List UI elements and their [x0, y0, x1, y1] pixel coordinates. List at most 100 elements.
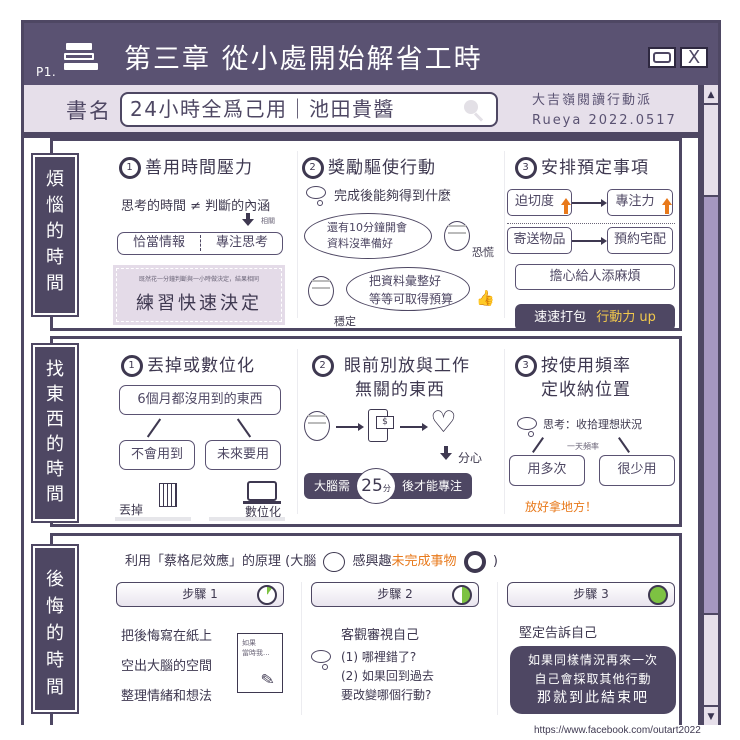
arrow-right-icon [422, 423, 428, 431]
section-tab-regret: 後 悔 的 時 間 [31, 544, 79, 714]
discard-label: 丟掉 [119, 503, 144, 517]
bubble-line: 把資料彙整好 [369, 274, 442, 288]
step-1-bar: 步驟 1 [116, 582, 284, 607]
resolve-line: 如果同樣情況再來一次 [527, 653, 658, 667]
arrow-right-icon [358, 423, 364, 431]
divider [504, 151, 505, 318]
window-title: 第三章 從小處開始解省工時 [124, 44, 483, 75]
heading-text: 丟掉或數位化 [147, 356, 255, 376]
dollar-icon: $ [376, 416, 394, 429]
scroll-thumb[interactable] [704, 195, 718, 615]
number-badge: 2 [312, 355, 334, 377]
close-button[interactable]: X [680, 47, 708, 68]
banner-right: 後才能專注 [402, 479, 463, 493]
resolve-line: 那就到此結束吧 [537, 690, 649, 706]
question: (2) 如果回到過去 [341, 669, 434, 683]
step-line: 把後悔寫在紙上 [121, 629, 213, 644]
arrow-down-icon [440, 453, 452, 460]
source-url[interactable]: https://www.facebook.com/outart2022 [534, 725, 701, 736]
scroll-down-icon[interactable]: ▼ [704, 705, 718, 725]
maximize-button[interactable] [648, 47, 676, 68]
bubble-line: 資料沒準備好 [327, 237, 393, 250]
book-delivery-box: 預約宅配 [607, 227, 673, 254]
arrow-left-down-icon [532, 437, 544, 453]
book-search-bar: 書名 24小時全爲己用｜池田貴醬 大吉嶺閱讀行動派 Rueya 2022.051… [24, 85, 698, 135]
arrow-right-down-icon [236, 418, 252, 438]
dotted-divider [507, 223, 675, 224]
zeigarnik-intro: 利用「蔡格尼效應」的原理 (大腦 感興趣未完成事物 ) [125, 550, 498, 573]
number-badge: 2 [302, 157, 324, 179]
tip-text: 放好拿地方！ [525, 500, 598, 514]
tab-char: 後 [46, 569, 64, 590]
not-used-box: 不會用到 [119, 440, 195, 470]
urgency-box: 迫切度 [507, 189, 572, 216]
title-bar: P1. 第三章 從小處開始解省工時 X [24, 23, 718, 85]
scroll-up-icon[interactable]: ▲ [704, 85, 718, 105]
intro-prefix: 利用「蔡格尼效應」的原理 (大腦 [125, 554, 317, 569]
heart-rate-icon: ♡ [430, 405, 457, 440]
heading-text: 善用時間壓力 [145, 158, 253, 178]
trash-can-icon [159, 483, 177, 507]
tab-char: 東 [46, 384, 64, 405]
practice-note: 既然花一分鐘判斷與一小時做決定，結果相同 練習快速決定 [113, 265, 285, 325]
tab-char: 時 [46, 247, 64, 268]
result-text: 速速打包 [534, 310, 587, 325]
author-group: 大吉嶺閱讀行動派 [532, 93, 653, 108]
number-badge: 3 [515, 157, 537, 179]
author-date: Rueya 2022.0517 [532, 113, 677, 128]
step-2-bar: 步驟 2 [311, 582, 479, 607]
number-badge: 3 [515, 355, 537, 377]
step-label: 步驟 2 [377, 587, 413, 601]
distract-label: 分心 [458, 451, 483, 465]
intro-mid: 感興趣 [352, 554, 392, 569]
progress-dot-icon [257, 585, 277, 605]
panic-face-icon [444, 221, 470, 251]
question: (1) 哪裡錯了? [341, 650, 417, 664]
arrow-line [336, 426, 358, 428]
tab-char: 的 [46, 221, 64, 242]
intro-suffix: ) [492, 554, 498, 569]
banner-left: 大腦需 [314, 479, 351, 493]
underline [115, 517, 191, 521]
tab-char: 悔 [46, 596, 64, 617]
bubble-line: 還有10分鐘開會 [327, 221, 407, 234]
step-3: 步驟 3 堅定告訴自己 如果同樣情況再來一次 自己會採取其他行動 那就到此結束吧 [507, 536, 683, 725]
divider [297, 349, 298, 514]
divider [301, 582, 302, 715]
number-badge: 1 [119, 157, 141, 179]
tab-char: 西 [46, 409, 64, 430]
section-regret-time: 後 悔 的 時 間 利用「蔡格尼效應」的原理 (大腦 感興趣未完成事物 ) 步驟… [31, 533, 683, 725]
heading-text-line2: 定收納位置 [541, 380, 631, 400]
tab-char: 的 [46, 623, 64, 644]
frequent-use-box: 用多次 [509, 455, 585, 486]
minutes-unit: 分 [382, 484, 391, 493]
step-line: 空出大腦的空間 [121, 659, 213, 674]
resolve-box: 如果同樣情況再來一次 自己會採取其他行動 那就到此結束吧 [510, 646, 676, 714]
search-icon[interactable] [464, 100, 484, 122]
author-info: 大吉嶺閱讀行動派 Rueya 2022.0517 [532, 91, 677, 131]
heading-text-line2: 無關的東西 [355, 380, 445, 400]
step-3-bar: 步驟 3 [507, 582, 675, 607]
note-small-text: 既然花一分鐘判斷與一小時做決定，結果相同 [138, 276, 259, 283]
brain-icon [323, 551, 346, 572]
tab-char: 時 [46, 459, 64, 480]
box-text: 專注力 [615, 194, 655, 209]
arrow-right-icon [601, 237, 607, 245]
book-name-input[interactable]: 24小時全爲己用｜池田貴醬 [120, 92, 498, 127]
tab-char: 煩 [46, 169, 64, 190]
result-highlight: 行動力 up [596, 310, 656, 325]
future-use-box: 未來要用 [205, 440, 281, 470]
vertical-scrollbar[interactable]: ▲ ▼ [701, 85, 718, 725]
step-1-text: 把後悔寫在紙上 空出大腦的空間 整理情緒和想法 [121, 622, 212, 712]
freq-label: 一天頻率 [567, 442, 599, 451]
arrow-down-icon [246, 213, 250, 220]
heading-text: 獎勵驅使行動 [328, 158, 436, 178]
rare-use-box: 很少用 [599, 455, 675, 486]
arrow-down-icon [242, 219, 254, 226]
